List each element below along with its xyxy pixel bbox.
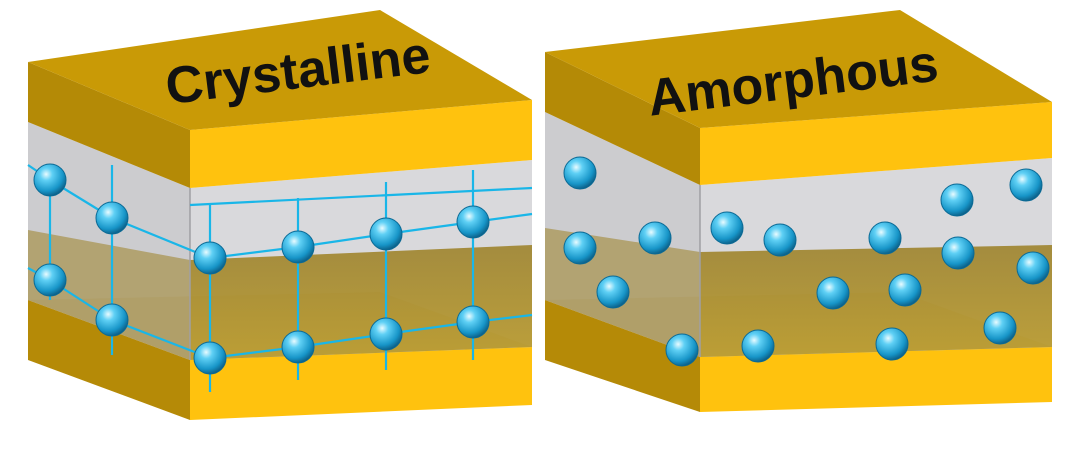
amorphous-top-electrode [545, 10, 1052, 185]
amorphous-atom [710, 211, 744, 245]
amorphous-atom [741, 329, 775, 363]
crystal-atom [369, 317, 403, 351]
lattice-line [111, 216, 211, 260]
amorphous-atom [563, 156, 597, 190]
crystal-atom [281, 330, 315, 364]
crystal-atom [193, 341, 227, 375]
crystal-atom [33, 263, 67, 297]
crystal-atom [369, 217, 403, 251]
crystalline-top-electrode [28, 10, 532, 188]
crystal-atom [456, 305, 490, 339]
amorphous-atom [763, 223, 797, 257]
amorphous-atom [1016, 251, 1050, 285]
crystal-atom [33, 163, 67, 197]
amorphous-atom [638, 221, 672, 255]
crystal-atom [193, 241, 227, 275]
crystalline-device: Crystalline [27, 10, 533, 420]
lattice-line [189, 186, 533, 207]
amorphous-atom [596, 275, 630, 309]
amorphous-atom [875, 327, 909, 361]
amorphous-device: Amorphous [545, 10, 1052, 412]
crystal-atom [95, 303, 129, 337]
amorphous-atom [940, 183, 974, 217]
amorphous-atom [888, 273, 922, 307]
amorphous-atom [816, 276, 850, 310]
amorphous-atom [941, 236, 975, 270]
crystalline-insulator [28, 122, 532, 360]
lattice-line [111, 318, 211, 360]
amorphous-atoms [563, 156, 1050, 367]
crystal-atom [456, 205, 490, 239]
amorphous-atom [868, 221, 902, 255]
crystal-atoms [33, 163, 490, 375]
crystal-atom [95, 201, 129, 235]
crystal-atom [281, 230, 315, 264]
amorphous-atom [563, 231, 597, 265]
amorphous-atom [983, 311, 1017, 345]
amorphous-atom [1009, 168, 1043, 202]
amorphous-atom [665, 333, 699, 367]
